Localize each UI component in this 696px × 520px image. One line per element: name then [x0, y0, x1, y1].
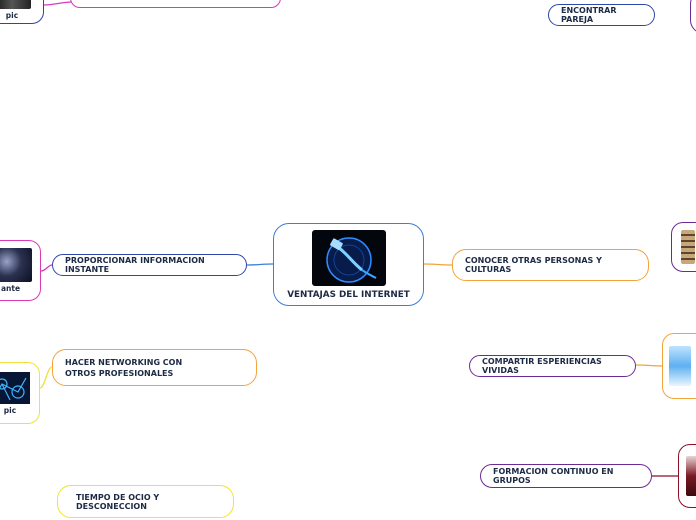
- image-node-formacion[interactable]: [678, 444, 696, 508]
- image-node-networking[interactable]: pic: [0, 362, 40, 424]
- topic-image: [0, 0, 31, 9]
- topic-image: [0, 248, 32, 282]
- node-conocer-personas[interactable]: CONOCER OTRAS PERSONAS Y CULTURAS: [452, 249, 649, 281]
- node-compartir-experiencias[interactable]: COMPARTIR ESPERIENCIAS VIVIDAS: [469, 355, 636, 377]
- top-pill-node[interactable]: [70, 0, 281, 8]
- topic-image: [669, 346, 691, 386]
- node-formacion-continuo[interactable]: FORMACION CONTINUO EN GRUPOS: [480, 464, 652, 488]
- node-label: COMPARTIR ESPERIENCIAS VIVIDAS: [482, 357, 623, 375]
- node-proporcionar-informacion[interactable]: PROPORCIONAR INFORMACION INSTANTE: [52, 254, 247, 276]
- central-topic-label: VENTAJAS DEL INTERNET: [287, 290, 410, 300]
- node-label: PROPORCIONAR INFORMACION INSTANTE: [65, 256, 234, 274]
- network-icon: [0, 372, 30, 404]
- node-hacer-networking[interactable]: HACER NETWORKING CON OTROS PROFESIONALES: [52, 349, 257, 386]
- internet-cable-image: [312, 230, 386, 286]
- image-node-experiencias[interactable]: [662, 333, 696, 399]
- topic-image: [686, 456, 696, 496]
- image-node-top-left[interactable]: pic: [0, 0, 44, 24]
- node-label: FORMACION CONTINUO EN GRUPOS: [493, 467, 639, 485]
- node-label: HACER NETWORKING CON OTROS PROFESIONALES: [65, 357, 215, 379]
- node-label: ENCONTRAR PAREJA: [561, 6, 642, 24]
- image-caption: ante: [1, 284, 20, 293]
- image-node-informacion[interactable]: ante: [0, 240, 41, 301]
- node-label: TIEMPO DE OCIO Y DESCONECCION: [76, 493, 221, 511]
- image-caption: pic: [6, 11, 18, 20]
- image-node-culturas[interactable]: [671, 222, 696, 272]
- image-caption: pic: [4, 406, 16, 415]
- topic-image: [681, 230, 695, 264]
- node-tiempo-ocio[interactable]: TIEMPO DE OCIO Y DESCONECCION: [57, 485, 234, 518]
- node-encontrar-pareja[interactable]: ENCONTRAR PAREJA: [548, 4, 655, 26]
- node-label: CONOCER OTRAS PERSONAS Y CULTURAS: [465, 256, 636, 274]
- central-topic-node[interactable]: VENTAJAS DEL INTERNET: [273, 223, 424, 306]
